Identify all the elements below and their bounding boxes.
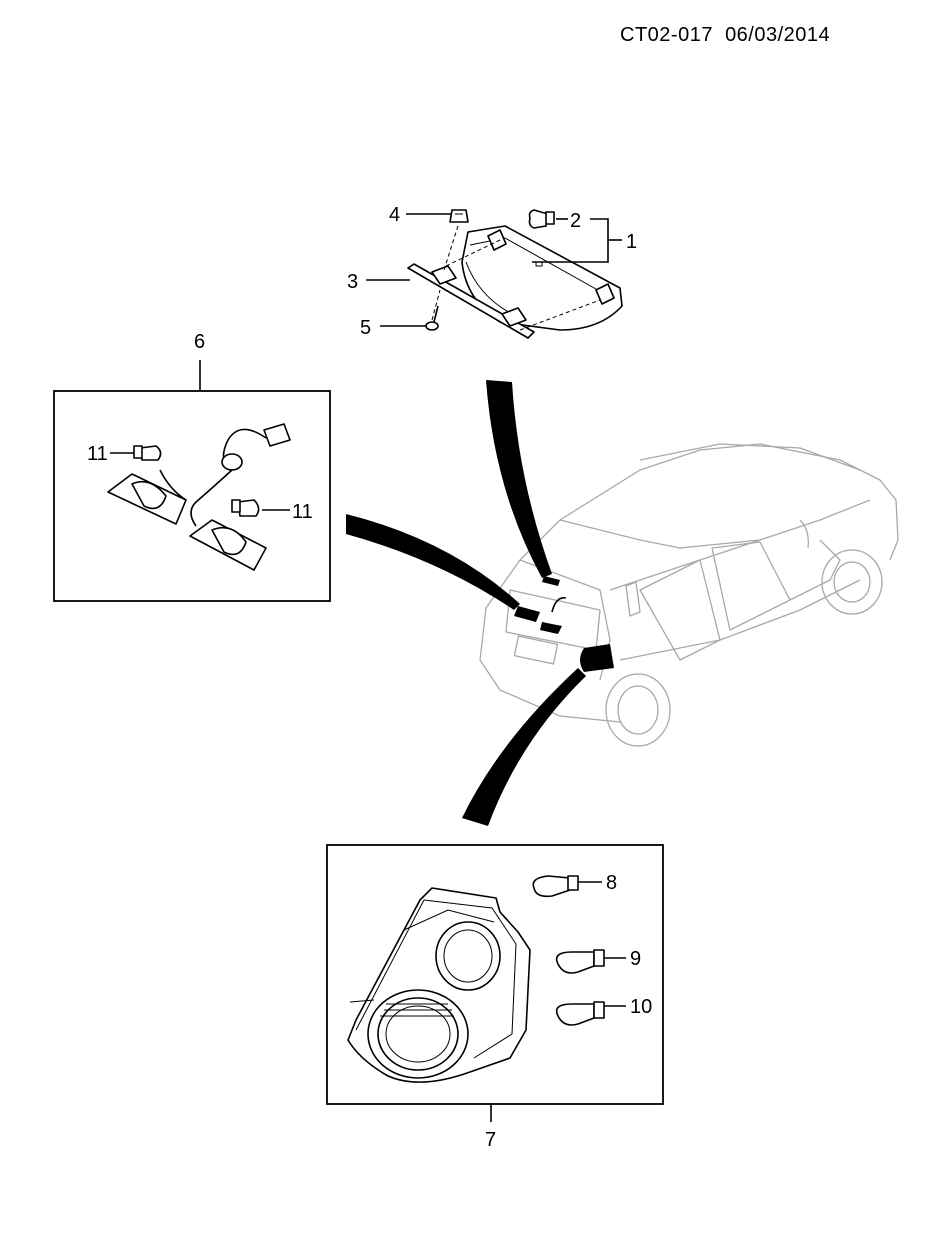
bulb-icon xyxy=(231,499,260,517)
bulb-icon xyxy=(133,445,162,461)
callout-11b: 11 xyxy=(292,501,313,523)
document-header: CT02-017 06/03/2014 xyxy=(620,24,830,47)
license-plate-lamp-box: 6 11 11 xyxy=(53,331,331,602)
screw-icon xyxy=(425,305,439,331)
callout-8: 8 xyxy=(606,872,617,894)
callout-4: 4 xyxy=(389,204,400,226)
callout-6: 6 xyxy=(194,331,205,353)
bulb-icon xyxy=(555,1001,605,1026)
callout-10: 10 xyxy=(630,996,652,1018)
callout-5: 5 xyxy=(360,317,371,339)
diagram-date: 06/03/2014 xyxy=(725,24,831,46)
callout-2: 2 xyxy=(570,210,581,232)
bulb-icon xyxy=(532,875,579,898)
callout-7: 7 xyxy=(485,1129,496,1151)
callout-9: 9 xyxy=(630,948,641,970)
callout-1: 1 xyxy=(626,231,637,253)
pointer-arrows xyxy=(346,380,586,826)
rear-combination-lamp-box: 7 8 9 10 xyxy=(326,844,664,1151)
callout-3: 3 xyxy=(347,271,358,293)
vehicle-outline xyxy=(479,443,899,747)
bulb-icon xyxy=(555,949,605,974)
high-mount-stop-lamp-assembly: 4 2 1 3 5 xyxy=(347,204,637,339)
callout-11a: 11 xyxy=(87,443,108,465)
diagram-code: CT02-017 xyxy=(620,24,713,46)
bulb-icon xyxy=(528,209,555,229)
clip-icon xyxy=(449,209,469,223)
